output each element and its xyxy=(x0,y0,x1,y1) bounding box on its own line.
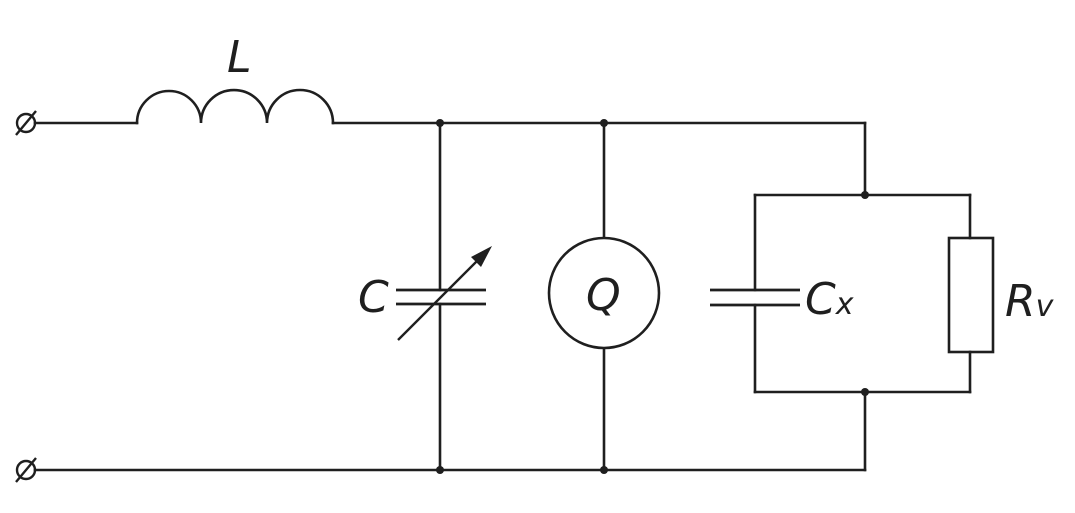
input-terminal-bottom xyxy=(15,457,37,483)
capacitor-cx xyxy=(710,288,800,307)
resistor-rv-label: Rv xyxy=(1005,276,1055,327)
capacitor-cx-label: Cx xyxy=(805,274,854,325)
q-meter-branch xyxy=(547,121,661,472)
variable-arrow-icon xyxy=(397,246,492,341)
variable-capacitor-label: C xyxy=(358,272,389,323)
parallel-network xyxy=(753,121,972,472)
q-meter-label: Q xyxy=(586,270,621,321)
resistor-rv xyxy=(947,236,995,354)
input-terminal-top xyxy=(15,110,37,136)
inductor-coil xyxy=(135,88,335,125)
junction-dots xyxy=(436,119,869,474)
inductor-label: L xyxy=(227,32,252,83)
variable-capacitor-branch xyxy=(396,121,486,472)
